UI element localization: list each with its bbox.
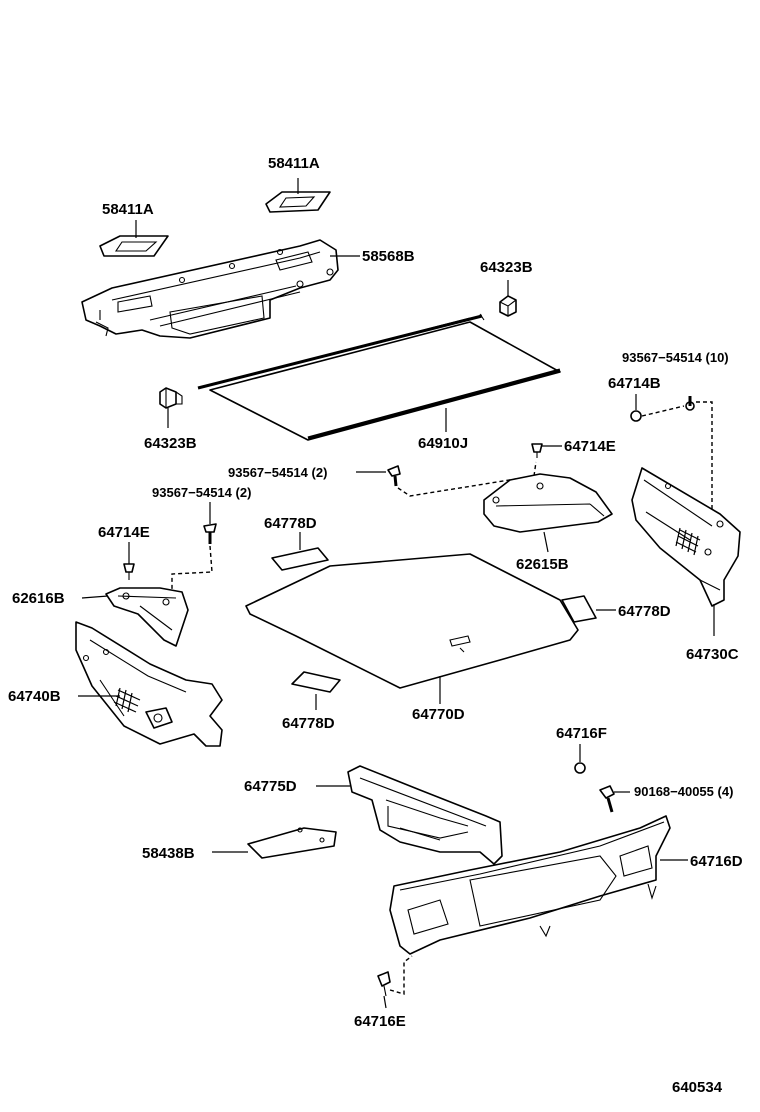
label-62615b: 62615B xyxy=(516,556,569,573)
label-62616b: 62616B xyxy=(12,590,65,607)
part-62615b-left-trim-panel xyxy=(483,473,613,533)
part-64714e-mid-clip xyxy=(531,443,543,458)
part-58411a-left xyxy=(99,235,169,257)
part-64714b-grommet xyxy=(630,410,642,422)
part-64778d-right-pad xyxy=(561,595,597,623)
leader-lines xyxy=(78,178,715,1009)
part-64770d-floor-mat xyxy=(245,553,579,689)
label-64775d: 64775D xyxy=(244,778,297,795)
label-64770d: 64770D xyxy=(412,706,465,723)
label-58438b: 58438B xyxy=(142,845,195,862)
label-64716e: 64716E xyxy=(354,1013,406,1030)
part-90168-screw xyxy=(599,785,615,813)
part-64778d-bottom-pad xyxy=(291,671,341,693)
part-64716e-clip xyxy=(377,971,391,997)
label-64778d-bottom: 64778D xyxy=(282,715,335,732)
label-90168-40055-4: 90168−40055 (4) xyxy=(634,784,733,799)
label-64778d-right: 64778D xyxy=(618,603,671,620)
label-58411a-top: 58411A xyxy=(268,155,320,172)
label-64714e-left: 64714E xyxy=(98,524,150,541)
label-93567-54514-2-mid: 93567−54514 (2) xyxy=(228,465,327,480)
label-64778d-top: 64778D xyxy=(264,515,317,532)
part-64716f-grommet xyxy=(574,762,586,774)
label-64716f: 64716F xyxy=(556,725,607,742)
part-93567-bolt-mid xyxy=(387,465,401,487)
part-58438b-pad xyxy=(247,827,337,859)
diagram-id: 640534 xyxy=(672,1079,723,1096)
part-64716d-rear-panel xyxy=(389,815,671,955)
label-93567-54514-2-left: 93567−54514 (2) xyxy=(152,485,251,500)
part-64910j-tonneau-cover xyxy=(197,313,561,441)
part-93567-bolt-left xyxy=(203,523,217,544)
part-62616b-right-trim-panel xyxy=(105,587,189,647)
part-93567-bolt-right xyxy=(685,396,695,411)
label-64716d: 64716D xyxy=(690,853,743,870)
label-64714e-mid: 64714E xyxy=(564,438,616,455)
label-58411a-left: 58411A xyxy=(102,201,154,218)
label-64323b-right: 64323B xyxy=(480,259,533,276)
label-64740b: 64740B xyxy=(8,688,61,705)
part-58568b-package-tray xyxy=(81,239,339,339)
label-64730c: 64730C xyxy=(686,646,739,663)
part-58411a-top xyxy=(265,191,331,213)
part-labels: 58411A 58411A 58568B 64323B 93567−54514 … xyxy=(8,155,743,1096)
part-64775d-bracket xyxy=(347,765,503,865)
part-64778d-top-pad xyxy=(271,547,329,571)
part-64323b-right-clip xyxy=(499,295,517,317)
label-58568b: 58568B xyxy=(362,248,415,265)
label-64714b: 64714B xyxy=(608,375,661,392)
part-64323b-left-clip xyxy=(159,387,183,409)
part-64714e-left-clip xyxy=(123,563,135,580)
label-64323b-left: 64323B xyxy=(144,435,197,452)
label-64910j: 64910J xyxy=(418,435,468,452)
label-93567-54514-10: 93567−54514 (10) xyxy=(622,350,729,365)
part-64740b-left-trim xyxy=(75,621,223,747)
part-64730c-right-trim xyxy=(631,467,741,607)
